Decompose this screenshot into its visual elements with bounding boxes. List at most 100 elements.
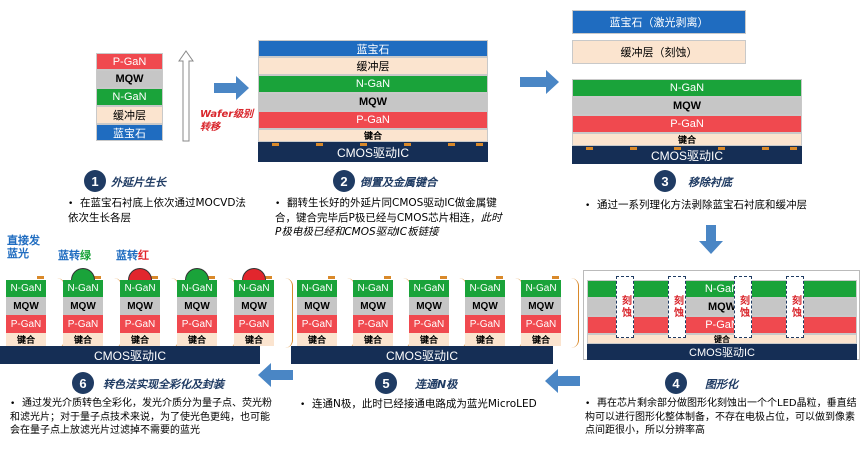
chip-ngan-layer: N-GaN xyxy=(177,280,217,297)
chip-ngan-layer: N-GaN xyxy=(521,280,561,297)
chip-bond-layer: 键合 xyxy=(521,333,561,346)
bond-pad xyxy=(586,147,593,150)
stage1-sapphire-layer: 蓝宝石 xyxy=(96,124,163,141)
bond-pad xyxy=(674,147,681,150)
bond-pad xyxy=(448,143,455,146)
step-4-title: 图形化 xyxy=(705,378,738,391)
green-converter-dome xyxy=(71,268,95,280)
chip-mqw-layer: MQW xyxy=(465,297,505,315)
chip-pgan-layer: P-GaN xyxy=(521,315,561,333)
green-converter-dome xyxy=(185,268,209,280)
step-3-badge: 3 xyxy=(654,170,676,192)
bond-pad xyxy=(476,143,483,146)
n-contact-wire xyxy=(158,278,179,348)
bond-pad xyxy=(360,143,367,146)
stage3-removed-sapphire: 蓝宝石（激光剥离） xyxy=(572,10,746,34)
stage2-sapphire-layer: 蓝宝石 xyxy=(258,40,488,57)
n-contact-pad xyxy=(328,276,335,279)
chip-bond-layer: 键合 xyxy=(465,333,505,346)
chip-mqw-layer: MQW xyxy=(409,297,449,315)
n-contact-wire xyxy=(44,278,65,348)
label-blue-to-red: 蓝转红 xyxy=(116,249,149,262)
step-2-badge: 2 xyxy=(333,170,355,192)
stage2-bond-layer: 键合 xyxy=(258,129,488,142)
bond-pad xyxy=(272,143,279,146)
stage1-ngan-layer: N-GaN xyxy=(96,88,163,106)
stage3-mqw-layer: MQW xyxy=(572,97,802,115)
chip-ngan-layer: N-GaN xyxy=(297,280,337,297)
chip-pgan-layer: P-GaN xyxy=(409,315,449,333)
step-6-desc: •通过发光介质转色全彩化，发光介质分为量子点、荧光粉和滤光片；对于量子点技术来说… xyxy=(10,398,272,436)
chip-pgan-layer: P-GaN xyxy=(234,315,274,333)
chip-ngan-layer: N-GaN xyxy=(63,280,103,297)
n-contact-pad xyxy=(384,276,391,279)
chip-pgan-layer: P-GaN xyxy=(177,315,217,333)
chip-bond-layer: 键合 xyxy=(120,333,160,346)
n-contact-wire xyxy=(101,278,122,348)
step-3-desc: •通过一系列理化方法剥除蓝宝石衬底和缓冲层 xyxy=(585,199,807,211)
chip-pgan-layer: P-GaN xyxy=(63,315,103,333)
chip-mqw-layer: MQW xyxy=(6,297,46,315)
step-5-desc: •连通N极，此时已经接通电路成为蓝光MicroLED xyxy=(300,398,537,410)
bullet-icon: • xyxy=(275,199,281,209)
stage4-cmos-ic: CMOS驱动IC xyxy=(587,344,857,360)
bullet-icon: • xyxy=(300,400,306,410)
stage3-ngan-layer: N-GaN xyxy=(572,79,802,97)
step-1-badge: 1 xyxy=(84,170,106,192)
wafer-transfer-label: Wafer级别转移 xyxy=(200,109,254,133)
bond-pad xyxy=(762,147,769,150)
n-contact-wire xyxy=(272,278,293,348)
chip-pgan-layer: P-GaN xyxy=(297,315,337,333)
chip-ngan-layer: N-GaN xyxy=(234,280,274,297)
n-contact-wire xyxy=(391,278,411,348)
arrow-left-icon xyxy=(258,363,293,387)
chip-bond-layer: 键合 xyxy=(63,333,103,346)
arrow-right-icon xyxy=(520,70,559,94)
stage1-buffer-layer: 缓冲层 xyxy=(96,106,163,124)
n-contact-wire xyxy=(559,278,579,348)
step-6-title: 转色法实现全彩化及封装 xyxy=(103,378,224,391)
bond-pad xyxy=(718,147,725,150)
stage1-mqw-layer: MQW xyxy=(96,70,163,88)
bullet-icon: • xyxy=(10,399,16,409)
step-3-title: 移除衬底 xyxy=(688,176,732,189)
bond-pad xyxy=(404,143,411,146)
chip-ngan-layer: N-GaN xyxy=(6,280,46,297)
step-5-title: 连通N极 xyxy=(415,378,458,391)
chip-ngan-layer: N-GaN xyxy=(120,280,160,297)
chip-mqw-layer: MQW xyxy=(353,297,393,315)
chip-mqw-layer: MQW xyxy=(234,297,274,315)
n-contact-pad xyxy=(552,276,559,279)
chip-mqw-layer: MQW xyxy=(297,297,337,315)
chip-mqw-layer: MQW xyxy=(63,297,103,315)
bullet-icon: • xyxy=(585,201,591,211)
stage6-cmos-ic: CMOS驱动IC xyxy=(0,346,260,364)
step-5-badge: 5 xyxy=(375,372,397,394)
n-contact-pad xyxy=(440,276,447,279)
arrow-right-icon xyxy=(214,76,249,100)
arrow-down-icon xyxy=(699,225,723,254)
chip-mqw-layer: MQW xyxy=(521,297,561,315)
stage2-cmos-ic: CMOS驱动IC xyxy=(258,142,488,162)
red-converter-dome xyxy=(242,268,266,280)
n-contact-pad xyxy=(265,276,272,279)
bond-pad xyxy=(316,143,323,146)
n-contact-wire xyxy=(335,278,355,348)
n-contact-pad xyxy=(94,276,101,279)
n-contact-wire xyxy=(447,278,467,348)
n-contact-pad xyxy=(208,276,215,279)
label-blue-to-green: 蓝转绿 xyxy=(58,249,91,262)
step-1-desc: •在蓝宝石衬底上依次通过MOCVD法依次生长各层 xyxy=(68,197,246,224)
stage3-cmos-ic: CMOS驱动IC xyxy=(572,146,802,164)
stage3-bond-layer: 键合 xyxy=(572,133,802,146)
bond-pad xyxy=(630,147,637,150)
stage3-removed-buffer: 缓冲层（刻蚀） xyxy=(572,40,746,64)
chip-bond-layer: 键合 xyxy=(234,333,274,346)
etch-trench: 刻蚀 xyxy=(786,276,804,338)
chip-ngan-layer: N-GaN xyxy=(465,280,505,297)
chip-mqw-layer: MQW xyxy=(120,297,160,315)
chip-bond-layer: 键合 xyxy=(297,333,337,346)
chip-pgan-layer: P-GaN xyxy=(465,315,505,333)
step-4-desc: •再在芯片剩余部分做图形化刻蚀出一个个LED晶粒，垂直结构可以进行图形化整体制备… xyxy=(585,398,857,436)
bond-pad xyxy=(790,147,797,150)
